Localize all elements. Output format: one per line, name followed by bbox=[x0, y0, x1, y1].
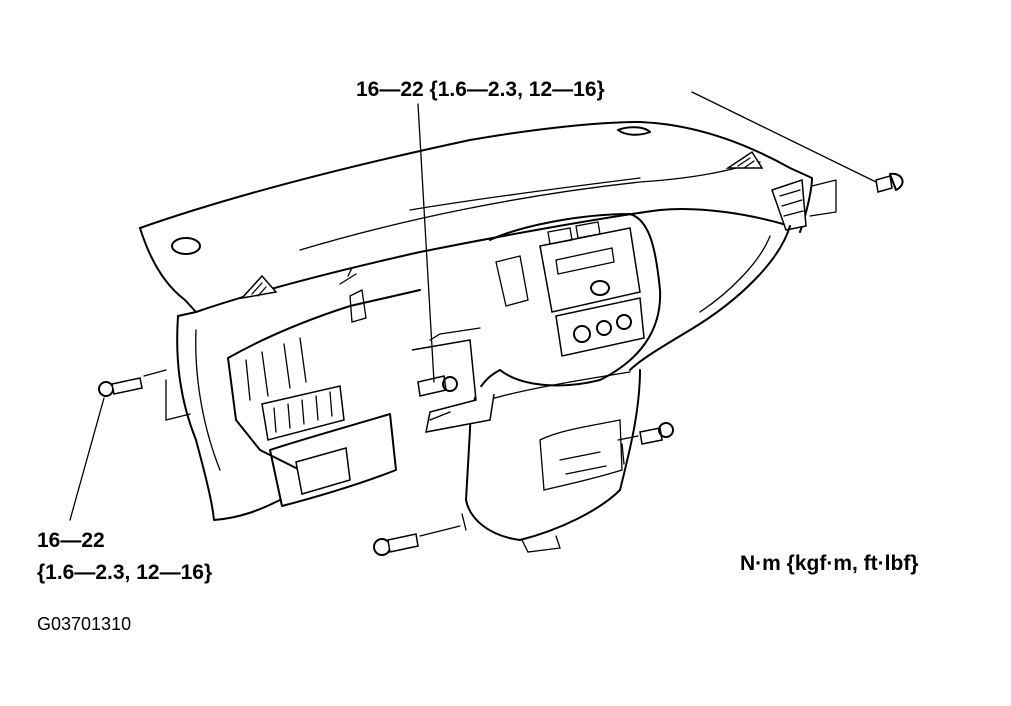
torque-label-top: 16—22 {1.6—2.3, 12—16} bbox=[356, 78, 605, 101]
torque-label-left-line2: {1.6—2.3, 12—16} bbox=[37, 561, 212, 584]
leader-lines bbox=[69, 91, 877, 537]
bolt-left bbox=[98, 377, 143, 397]
bolt-bottom bbox=[373, 533, 419, 556]
bolt-right-lower bbox=[639, 422, 674, 445]
center-console bbox=[411, 213, 662, 553]
units-label: N·m {kgf·m, ft·lbf} bbox=[740, 552, 918, 575]
bolt-center bbox=[417, 375, 458, 397]
bolt-top-right bbox=[875, 172, 904, 193]
figure-code: G03701310 bbox=[37, 614, 131, 634]
instrument-panel bbox=[139, 121, 813, 521]
torque-label-left-line1: 16—22 bbox=[37, 529, 105, 552]
